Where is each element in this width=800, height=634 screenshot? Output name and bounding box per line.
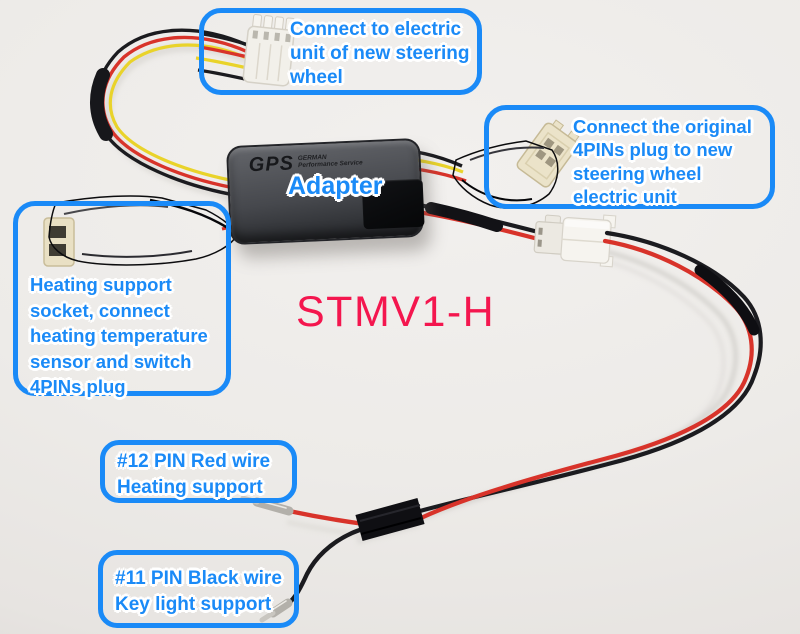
steering-wheel-cable-loop bbox=[90, 28, 251, 198]
heat-shrink-wrap bbox=[355, 497, 425, 542]
callout-pin12-text: #12 PIN Red wire Heating support bbox=[117, 451, 271, 498]
callout-heating-socket: Heating support socket, connect heating … bbox=[13, 201, 231, 397]
callout-pin12-red-wire: #12 PIN Red wire Heating support bbox=[100, 440, 297, 503]
callout-original-plug: Connect the original 4PINs plug to new s… bbox=[484, 105, 775, 209]
inline-2pin-connector-photo bbox=[533, 214, 617, 268]
power-wires bbox=[240, 202, 763, 623]
loop-tape-wrap bbox=[90, 68, 113, 141]
callout-top-connector: Connect to electric unit of new steering… bbox=[199, 8, 482, 95]
adapter-label: Adapter bbox=[288, 172, 383, 200]
callout-pin11-black-wire: #11 PIN Black wire Key light support bbox=[98, 550, 299, 628]
model-title: STMV1-H bbox=[296, 288, 496, 336]
black-wire-terminal bbox=[259, 598, 293, 623]
cable-tape bbox=[694, 264, 760, 336]
callout-left-text: Heating support socket, connect heating … bbox=[30, 274, 208, 397]
callout-pin11-text: #11 PIN Black wire Key light support bbox=[115, 568, 282, 615]
gps-logo-subtext: GERMAN Performance Service bbox=[297, 153, 363, 170]
cable-tape bbox=[425, 202, 503, 232]
callout-top-text: Connect to electric unit of new steering… bbox=[290, 19, 470, 88]
callout-right-text: Connect the original 4PINs plug to new s… bbox=[573, 116, 752, 208]
